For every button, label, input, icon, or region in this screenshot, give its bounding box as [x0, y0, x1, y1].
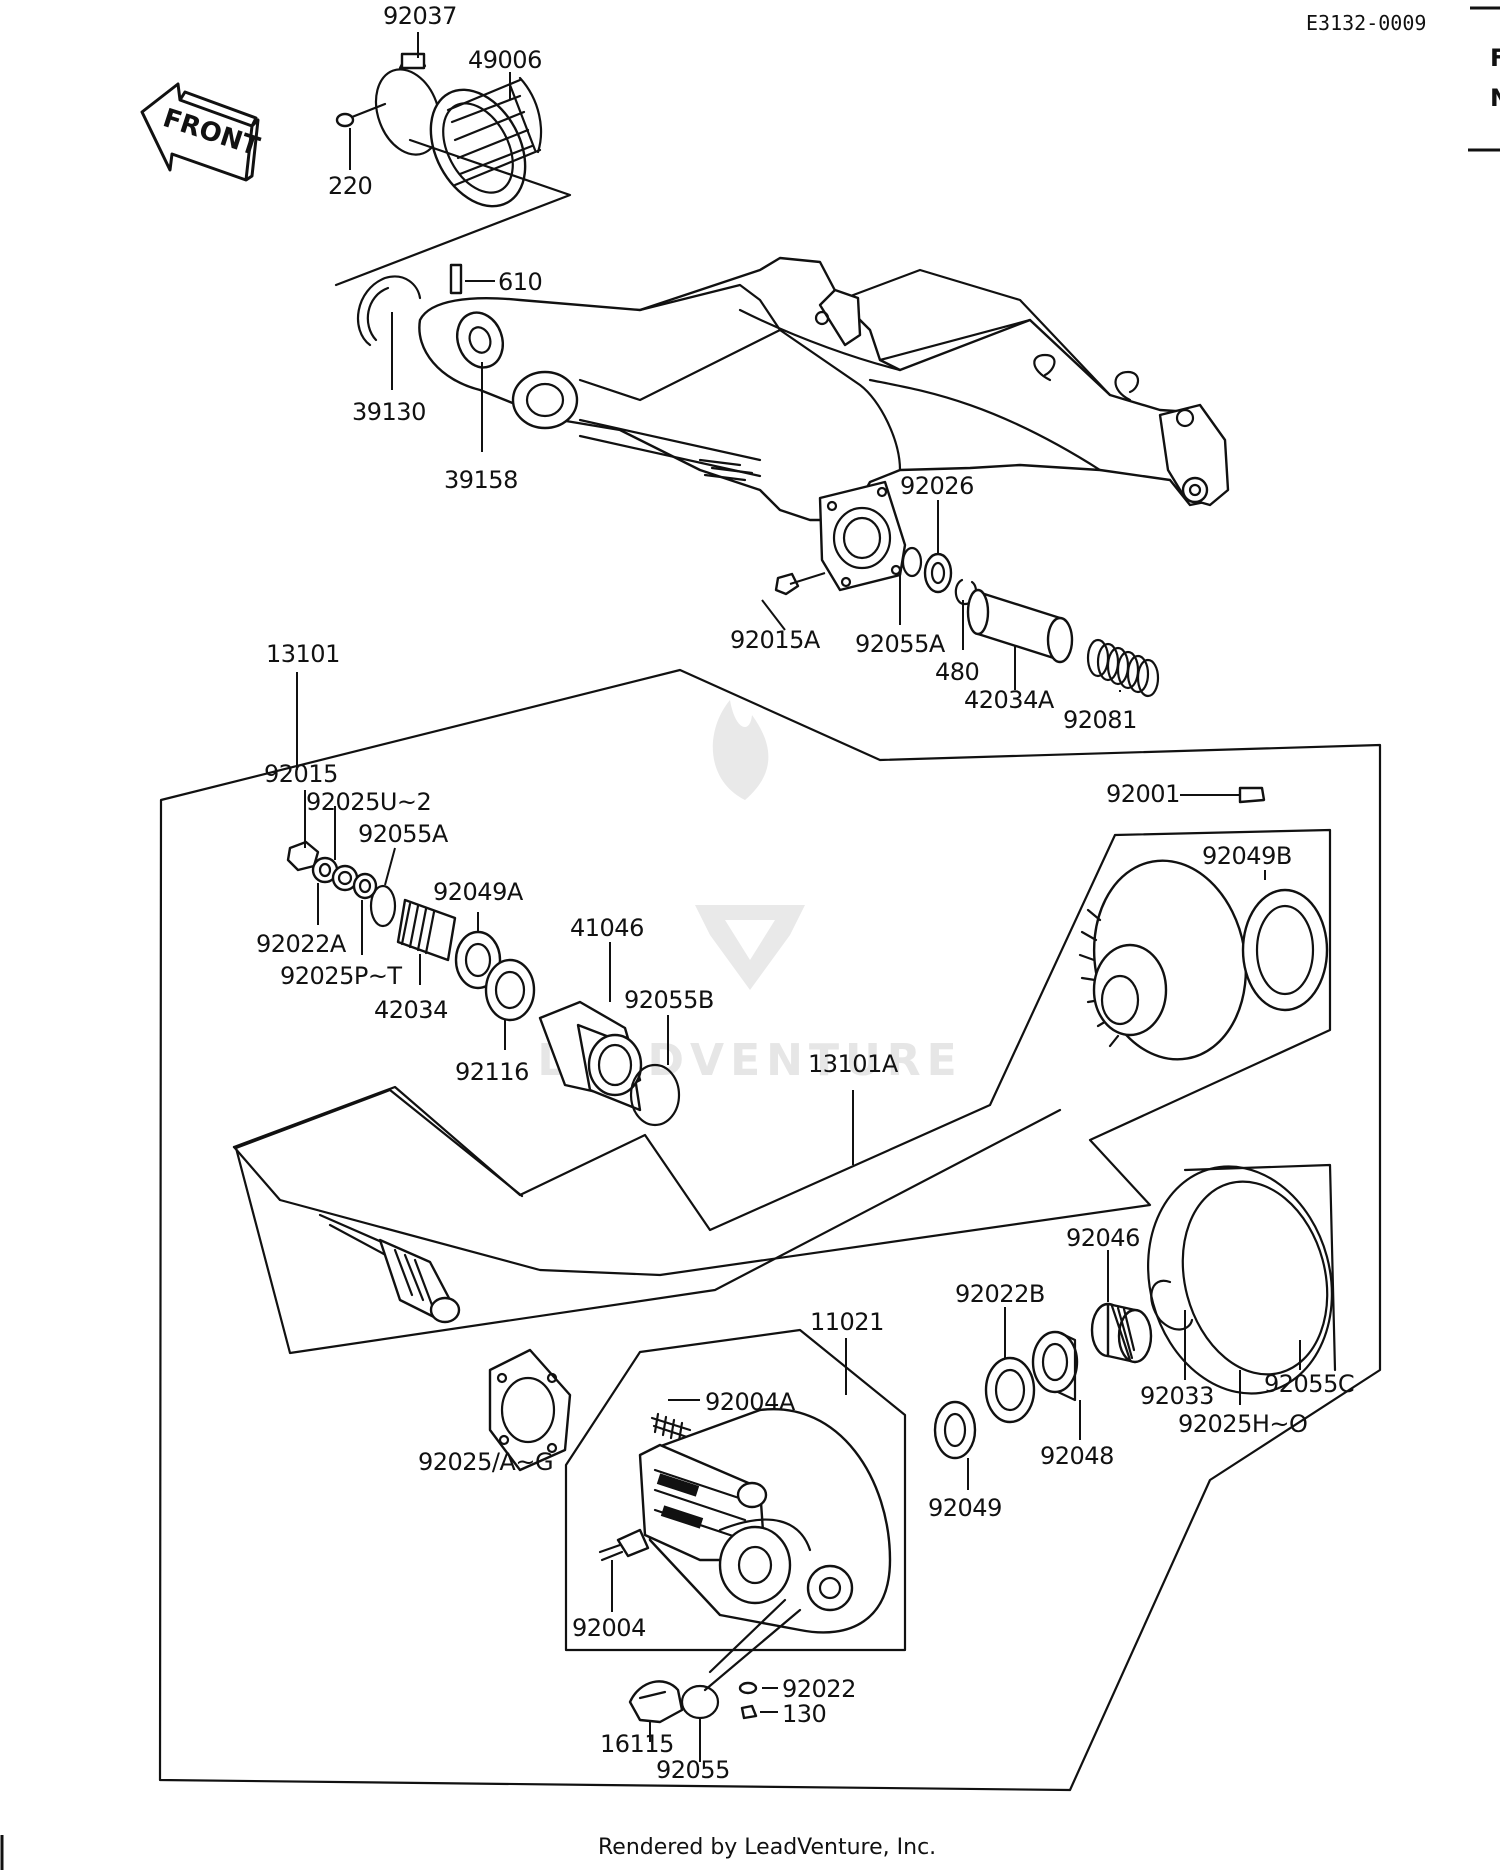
footer-credit: Rendered by LeadVenture, Inc.: [598, 1835, 936, 1860]
label-39158: 39158: [444, 466, 518, 494]
case-outline-11021: [564, 1328, 907, 1652]
label-11021: 11021: [810, 1308, 884, 1336]
nut-92015A: [774, 572, 800, 596]
label-92001: 92001: [1106, 780, 1180, 808]
label-92025HO: 92025H~O: [1178, 1410, 1307, 1438]
nut-stack-left: [286, 840, 536, 1022]
washer-92026: [923, 552, 953, 594]
label-610: 610: [498, 268, 542, 296]
bearing-92046: [1090, 1302, 1153, 1364]
label-92026: 92026: [900, 472, 974, 500]
label-92116: 92116: [455, 1058, 529, 1086]
label-92049B: 92049B: [1202, 842, 1292, 870]
label-92055C: 92055C: [1264, 1370, 1354, 1398]
plug-130: [740, 1704, 758, 1720]
swing-arm-group: [334, 52, 1230, 698]
label-16115: 16115: [600, 1730, 674, 1758]
label-92015A: 92015A: [730, 626, 821, 654]
label-92025P: 92025P~T: [280, 962, 402, 990]
label-92025AG: 92025/A~G: [418, 1448, 553, 1476]
shim-92022B: [984, 1356, 1036, 1424]
spring-92081: [1086, 638, 1160, 698]
pinion-gear: [318, 1213, 461, 1324]
label-92033: 92033: [1140, 1382, 1214, 1410]
label-13101A: 13101A: [808, 1050, 899, 1078]
edge-letter-1: F: [1490, 44, 1500, 72]
flange: [818, 480, 907, 592]
washer-92022: [738, 1681, 758, 1695]
assembly-leader-upper: [334, 138, 572, 287]
gasket-92025AG: [488, 1348, 572, 1472]
bolt-220: [335, 102, 387, 128]
label-92037: 92037: [383, 2, 457, 30]
clamp-ring: [374, 68, 442, 156]
final-drive-case: [638, 1407, 892, 1634]
seal-92049: [933, 1400, 977, 1460]
drain-leader: [703, 1598, 802, 1692]
label-13101: 13101: [266, 640, 340, 668]
label-92048: 92048: [1040, 1442, 1114, 1470]
front-arrow: FRONT: [140, 82, 263, 182]
label-92055B: 92055B: [624, 986, 714, 1014]
circlip-480: [954, 578, 978, 606]
label-92049: 92049: [928, 1494, 1002, 1522]
label-92022B: 92022B: [955, 1280, 1045, 1308]
drawing-code: E3132-0009: [1306, 11, 1426, 35]
label-92022A: 92022A: [256, 930, 347, 958]
label-220: 220: [328, 172, 372, 200]
bolt-92001: [1180, 786, 1266, 804]
tube-42034A: [976, 590, 1062, 662]
label-39130: 39130: [352, 398, 426, 426]
label-92004: 92004: [572, 1614, 646, 1642]
edge-letter-2: N: [1490, 84, 1500, 112]
label-92055A: 92055A: [358, 820, 449, 848]
label-92025U: 92025U~2: [306, 788, 431, 816]
pinion-leader: [234, 1088, 524, 1198]
ring-92055A-top: [901, 546, 923, 578]
bolt-92004: [598, 1528, 650, 1562]
assembly-outline-13101: [158, 668, 1382, 1792]
boot-part: [429, 76, 543, 208]
label-92055: 92055: [656, 1756, 730, 1784]
swing-arm-body: [418, 256, 1227, 522]
o-ring-92055A: [369, 884, 397, 928]
label-92055A-top: 92055A: [855, 630, 946, 658]
ring-gear: [1078, 859, 1329, 1061]
label-92015: 92015: [264, 760, 338, 788]
label-92049A: 92049A: [433, 878, 524, 906]
label-42034: 42034: [374, 996, 448, 1024]
label-92022: 92022: [782, 1675, 856, 1703]
housing-41046: [538, 1000, 681, 1127]
leader-lines: [304, 32, 1301, 1762]
ring-39130: [356, 275, 422, 347]
cap-16115: [628, 1680, 684, 1724]
o-ring-92055: [680, 1684, 720, 1720]
pin-610: [449, 263, 463, 295]
label-92081: 92081: [1063, 706, 1137, 734]
bearing-92048: [1031, 1330, 1079, 1402]
stud-92004A: [650, 1412, 692, 1443]
label-49006: 49006: [468, 46, 542, 74]
label-41046: 41046: [570, 914, 644, 942]
assembly-outline-13101A: [232, 828, 1332, 1277]
label-42034A: 42034A: [964, 686, 1055, 714]
label-480: 480: [935, 658, 979, 686]
label-92004A: 92004A: [705, 1388, 796, 1416]
label-130: 130: [782, 1700, 826, 1728]
circlip-92033: [1150, 1279, 1194, 1331]
label-92046: 92046: [1066, 1224, 1140, 1252]
part-labels: 92037 49006 220 610 39130 39158 92026 92…: [256, 2, 1355, 1784]
